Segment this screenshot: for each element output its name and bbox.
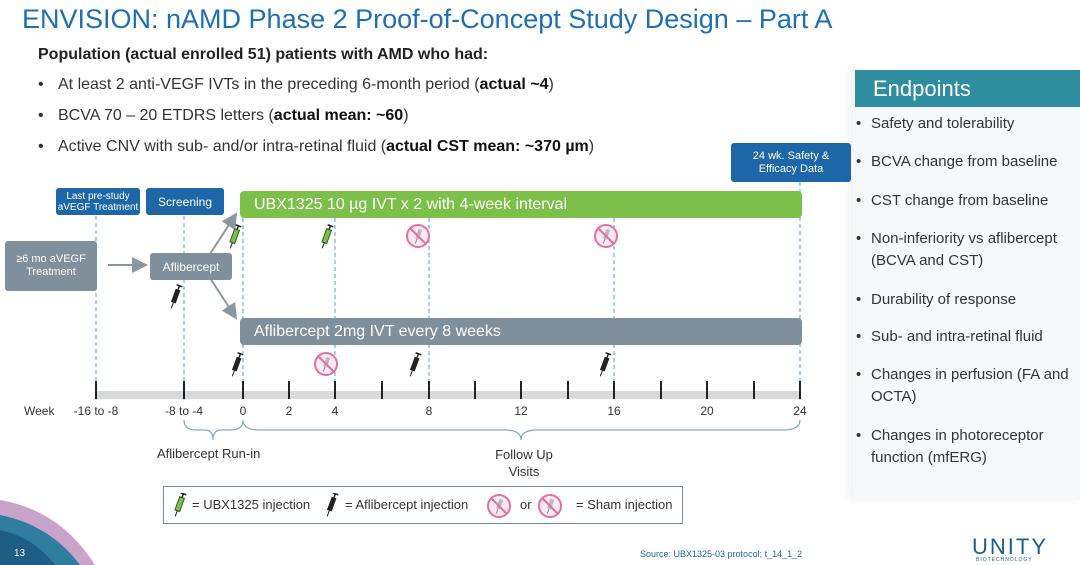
- legend: = UBX1325 injection = Aflibercept inject…: [163, 486, 683, 524]
- axis-label: Week: [24, 404, 55, 418]
- aflibercept-injection-icon: [167, 284, 184, 311]
- axis-tick-label: 12: [514, 404, 528, 418]
- endpoint-item: •Changes in photoreceptor function (mfER…: [856, 427, 1044, 466]
- sham-injection-icon: [487, 494, 511, 518]
- legend-sham: = Sham injection: [576, 497, 673, 512]
- corner-decoration: [0, 500, 95, 565]
- aflibercept-injection-icon: [406, 352, 423, 379]
- criteria-bullet: •BCVA 70 – 20 ETDRS letters (actual mean…: [38, 107, 409, 124]
- ubx-arm-bar: UBX1325 10 µg IVT x 2 with 4-week interv…: [240, 191, 802, 218]
- dashed-guides: [95, 182, 801, 400]
- prior-treatment-box: ≥6 mo aVEGF Treatment: [5, 241, 97, 291]
- injection-icons: [167, 224, 618, 379]
- axis-tick-label: 2: [285, 404, 293, 418]
- axis-ticks: [95, 381, 801, 399]
- arrow: [209, 212, 238, 255]
- endpoint-item: •Sub- and intra-retinal fluid: [856, 328, 1043, 345]
- legend-aflibercept: = Aflibercept injection: [345, 497, 469, 512]
- page-number: 13: [14, 548, 26, 559]
- axis-tick-label: 20: [700, 404, 714, 418]
- sham-injection-icon: [538, 494, 562, 518]
- axis-tick-label: -8 to -4: [164, 404, 204, 418]
- criteria-bullet: •At least 2 anti-VEGF IVTs in the preced…: [38, 76, 554, 93]
- endpoints-panel: [853, 70, 1080, 500]
- unity-logo-subtitle: BIOTECHNOLOGY: [976, 557, 1033, 563]
- axis-tick-label: 8: [425, 404, 433, 418]
- aflibercept-arm-bar: Aflibercept 2mg IVT every 8 weeks: [240, 318, 802, 345]
- runin-label: Aflibercept Run-in: [157, 446, 261, 461]
- followup-bracket: [242, 419, 801, 441]
- endpoint-item: •Safety and tolerability: [856, 115, 1015, 132]
- endpoint-item: •BCVA change from baseline: [856, 153, 1058, 170]
- endpoints-header: Endpoints: [855, 70, 1080, 107]
- timeline-diagram: [95, 182, 801, 441]
- followup-label: Follow Up Visits: [495, 447, 553, 479]
- source-note: Source: UBX1325-03 protocol; t_14_1_2: [640, 549, 803, 559]
- axis-tick-label: -16 to -8: [73, 404, 119, 418]
- aflibercept-injection-icon: [323, 493, 340, 519]
- runin-bracket: [183, 419, 244, 441]
- sham-injection-icon: [406, 224, 430, 248]
- axis-tick-label: 16: [607, 404, 621, 418]
- aflibercept-injection-icon: [596, 352, 613, 379]
- axis-tick-label: 0: [239, 404, 247, 418]
- endpoint-item: •CST change from baseline: [856, 192, 1049, 209]
- legend-or: or: [520, 497, 532, 512]
- ubx-injection-icon: [226, 224, 243, 251]
- legend-ubx: = UBX1325 injection: [192, 497, 311, 512]
- endpoint-item: •Non-inferiority vs aflibercept (BCVA an…: [856, 230, 1057, 269]
- sham-injection-icon: [594, 224, 618, 248]
- last-prestudy-box: Last pre-study aVEGF Treatment: [56, 188, 140, 215]
- timeline-axis: [96, 391, 800, 399]
- axis-tick-label: 24: [793, 404, 807, 418]
- ubx-injection-icon: [171, 493, 188, 519]
- safety-data-box: 24 wk. Safety & Efficacy Data: [731, 143, 851, 182]
- endpoint-item: •Changes in perfusion (FA and OCTA): [856, 366, 1069, 405]
- screening-box: Screening: [146, 188, 224, 215]
- criteria-bullet: •Active CNV with sub- and/or intra-retin…: [38, 138, 595, 155]
- sham-injection-icon: [314, 352, 338, 376]
- aflibercept-runin-box: Aflibercept: [150, 253, 232, 280]
- ubx-injection-icon: [318, 224, 335, 251]
- aflibercept-injection-icon: [228, 352, 245, 379]
- unity-logo: UNITY: [972, 534, 1048, 559]
- arrow: [209, 277, 238, 320]
- endpoint-item: •Durability of response: [856, 291, 1017, 308]
- page-title: ENVISION: nAMD Phase 2 Proof-of-Concept …: [22, 4, 833, 34]
- population-heading: Population (actual enrolled 51) patients…: [38, 46, 489, 63]
- axis-tick-label: 4: [331, 404, 339, 418]
